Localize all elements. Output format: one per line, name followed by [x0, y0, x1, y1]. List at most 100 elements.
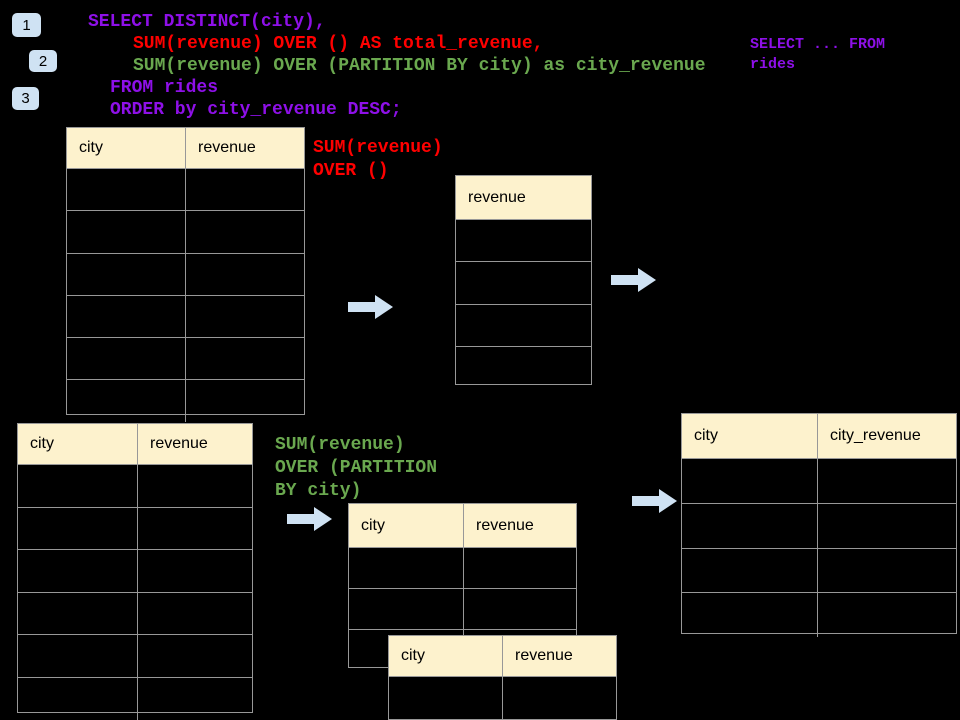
table-row: [67, 210, 304, 253]
empty-cell: [456, 347, 591, 388]
column-header-revenue: revenue: [198, 139, 256, 156]
table-row: [18, 506, 252, 550]
table-row: [67, 379, 304, 422]
table-partition-step-back: city revenue: [348, 503, 577, 670]
arrow-right-icon: [611, 268, 656, 292]
column-header-revenue: revenue: [150, 435, 208, 452]
table-row: [18, 464, 252, 507]
table-header-row: city city_revenue: [682, 414, 956, 458]
empty-cell: [464, 548, 576, 588]
column-header-city: city: [67, 128, 186, 168]
table-row: [682, 458, 956, 503]
sql-line-order-by: ORDER by city_revenue DESC;: [110, 100, 402, 120]
table-row: [456, 303, 591, 346]
table-row: [18, 676, 252, 720]
empty-cell: [818, 459, 956, 503]
step-badge-2: 2: [29, 50, 57, 72]
sql-line-from: FROM rides: [110, 78, 219, 98]
table-row: [67, 337, 304, 380]
empty-cell: [138, 593, 252, 635]
empty-cell: [503, 677, 616, 719]
partition-annotation: SUM(revenue) OVER (PARTITION BY city): [275, 435, 438, 501]
empty-cell: [138, 465, 252, 507]
table-row: [456, 261, 591, 303]
table-header-row: city revenue: [389, 636, 616, 676]
step-badge-1: 1: [12, 13, 41, 37]
empty-cell: [18, 507, 138, 550]
table-row: [67, 168, 304, 211]
empty-cell: [186, 254, 304, 295]
column-header-city: city: [349, 504, 464, 547]
table-city-revenue-result: city city_revenue: [681, 413, 957, 637]
column-header-revenue: revenue: [468, 188, 526, 206]
empty-cell: [186, 296, 304, 337]
empty-cell: [186, 380, 304, 421]
table-source-bottom: city revenue: [17, 423, 253, 720]
empty-cell: [456, 262, 591, 303]
table-row: [18, 549, 252, 592]
empty-cell: [67, 295, 186, 338]
empty-cell: [67, 211, 186, 253]
table-row: [456, 219, 591, 261]
empty-cell: [389, 677, 503, 719]
empty-cell: [186, 211, 304, 252]
column-header-city: city: [18, 424, 138, 464]
empty-cell: [349, 589, 464, 629]
column-header-city: city: [682, 414, 818, 458]
empty-cell: [138, 635, 252, 677]
empty-cell: [349, 548, 464, 588]
empty-cell: [186, 338, 304, 379]
table-row: [682, 502, 956, 548]
sql-side-note: SELECT ... FROM rides: [750, 36, 886, 73]
column-header-revenue: revenue: [476, 516, 534, 534]
table-row: [18, 591, 252, 635]
empty-cell: [138, 550, 252, 592]
table-row: [67, 294, 304, 338]
arrow-right-icon: [632, 489, 677, 513]
empty-cell: [456, 220, 591, 261]
table-row: [682, 547, 956, 593]
empty-cell: [456, 305, 591, 346]
empty-cell: [186, 169, 304, 210]
sql-line-select: SELECT DISTINCT(city),: [88, 12, 326, 32]
arrow-right-icon: [348, 295, 393, 319]
table-row: [349, 547, 576, 588]
column-header-city-revenue: city_revenue: [830, 427, 921, 444]
empty-cell: [67, 253, 186, 295]
empty-cell: [464, 589, 576, 629]
empty-cell: [682, 593, 818, 637]
empty-cell: [67, 380, 186, 422]
table-header-row: revenue: [456, 176, 591, 219]
sql-line-partition: SUM(revenue) OVER (PARTITION BY city) as…: [133, 56, 706, 76]
column-header-city: city: [389, 636, 503, 676]
table-header-row: city revenue: [349, 504, 576, 547]
empty-cell: [67, 169, 186, 211]
arrow-right-icon: [287, 507, 332, 531]
empty-cell: [682, 503, 818, 548]
table-source-top: city revenue: [66, 127, 305, 422]
step-badge-3: 3: [12, 87, 39, 110]
table-total-revenue-result: revenue: [455, 175, 592, 385]
empty-cell: [818, 593, 956, 637]
table-row: [456, 345, 591, 388]
empty-cell: [18, 677, 138, 720]
empty-cell: [18, 550, 138, 592]
empty-cell: [67, 338, 186, 380]
table-row: [67, 252, 304, 295]
empty-cell: [18, 465, 138, 507]
empty-cell: [18, 592, 138, 635]
table-row: [349, 588, 576, 629]
column-header-revenue: revenue: [515, 647, 573, 664]
empty-cell: [682, 459, 818, 503]
table-header-row: city revenue: [67, 128, 304, 168]
table-header-row: city revenue: [18, 424, 252, 464]
empty-cell: [138, 678, 252, 720]
empty-cell: [682, 548, 818, 593]
empty-cell: [18, 635, 138, 677]
sql-line-total-revenue: SUM(revenue) OVER () AS total_revenue,: [133, 34, 544, 54]
table-row: [682, 592, 956, 637]
table-row: [18, 634, 252, 677]
empty-cell: [818, 504, 956, 548]
total-revenue-annotation: SUM(revenue) OVER (): [313, 138, 443, 181]
